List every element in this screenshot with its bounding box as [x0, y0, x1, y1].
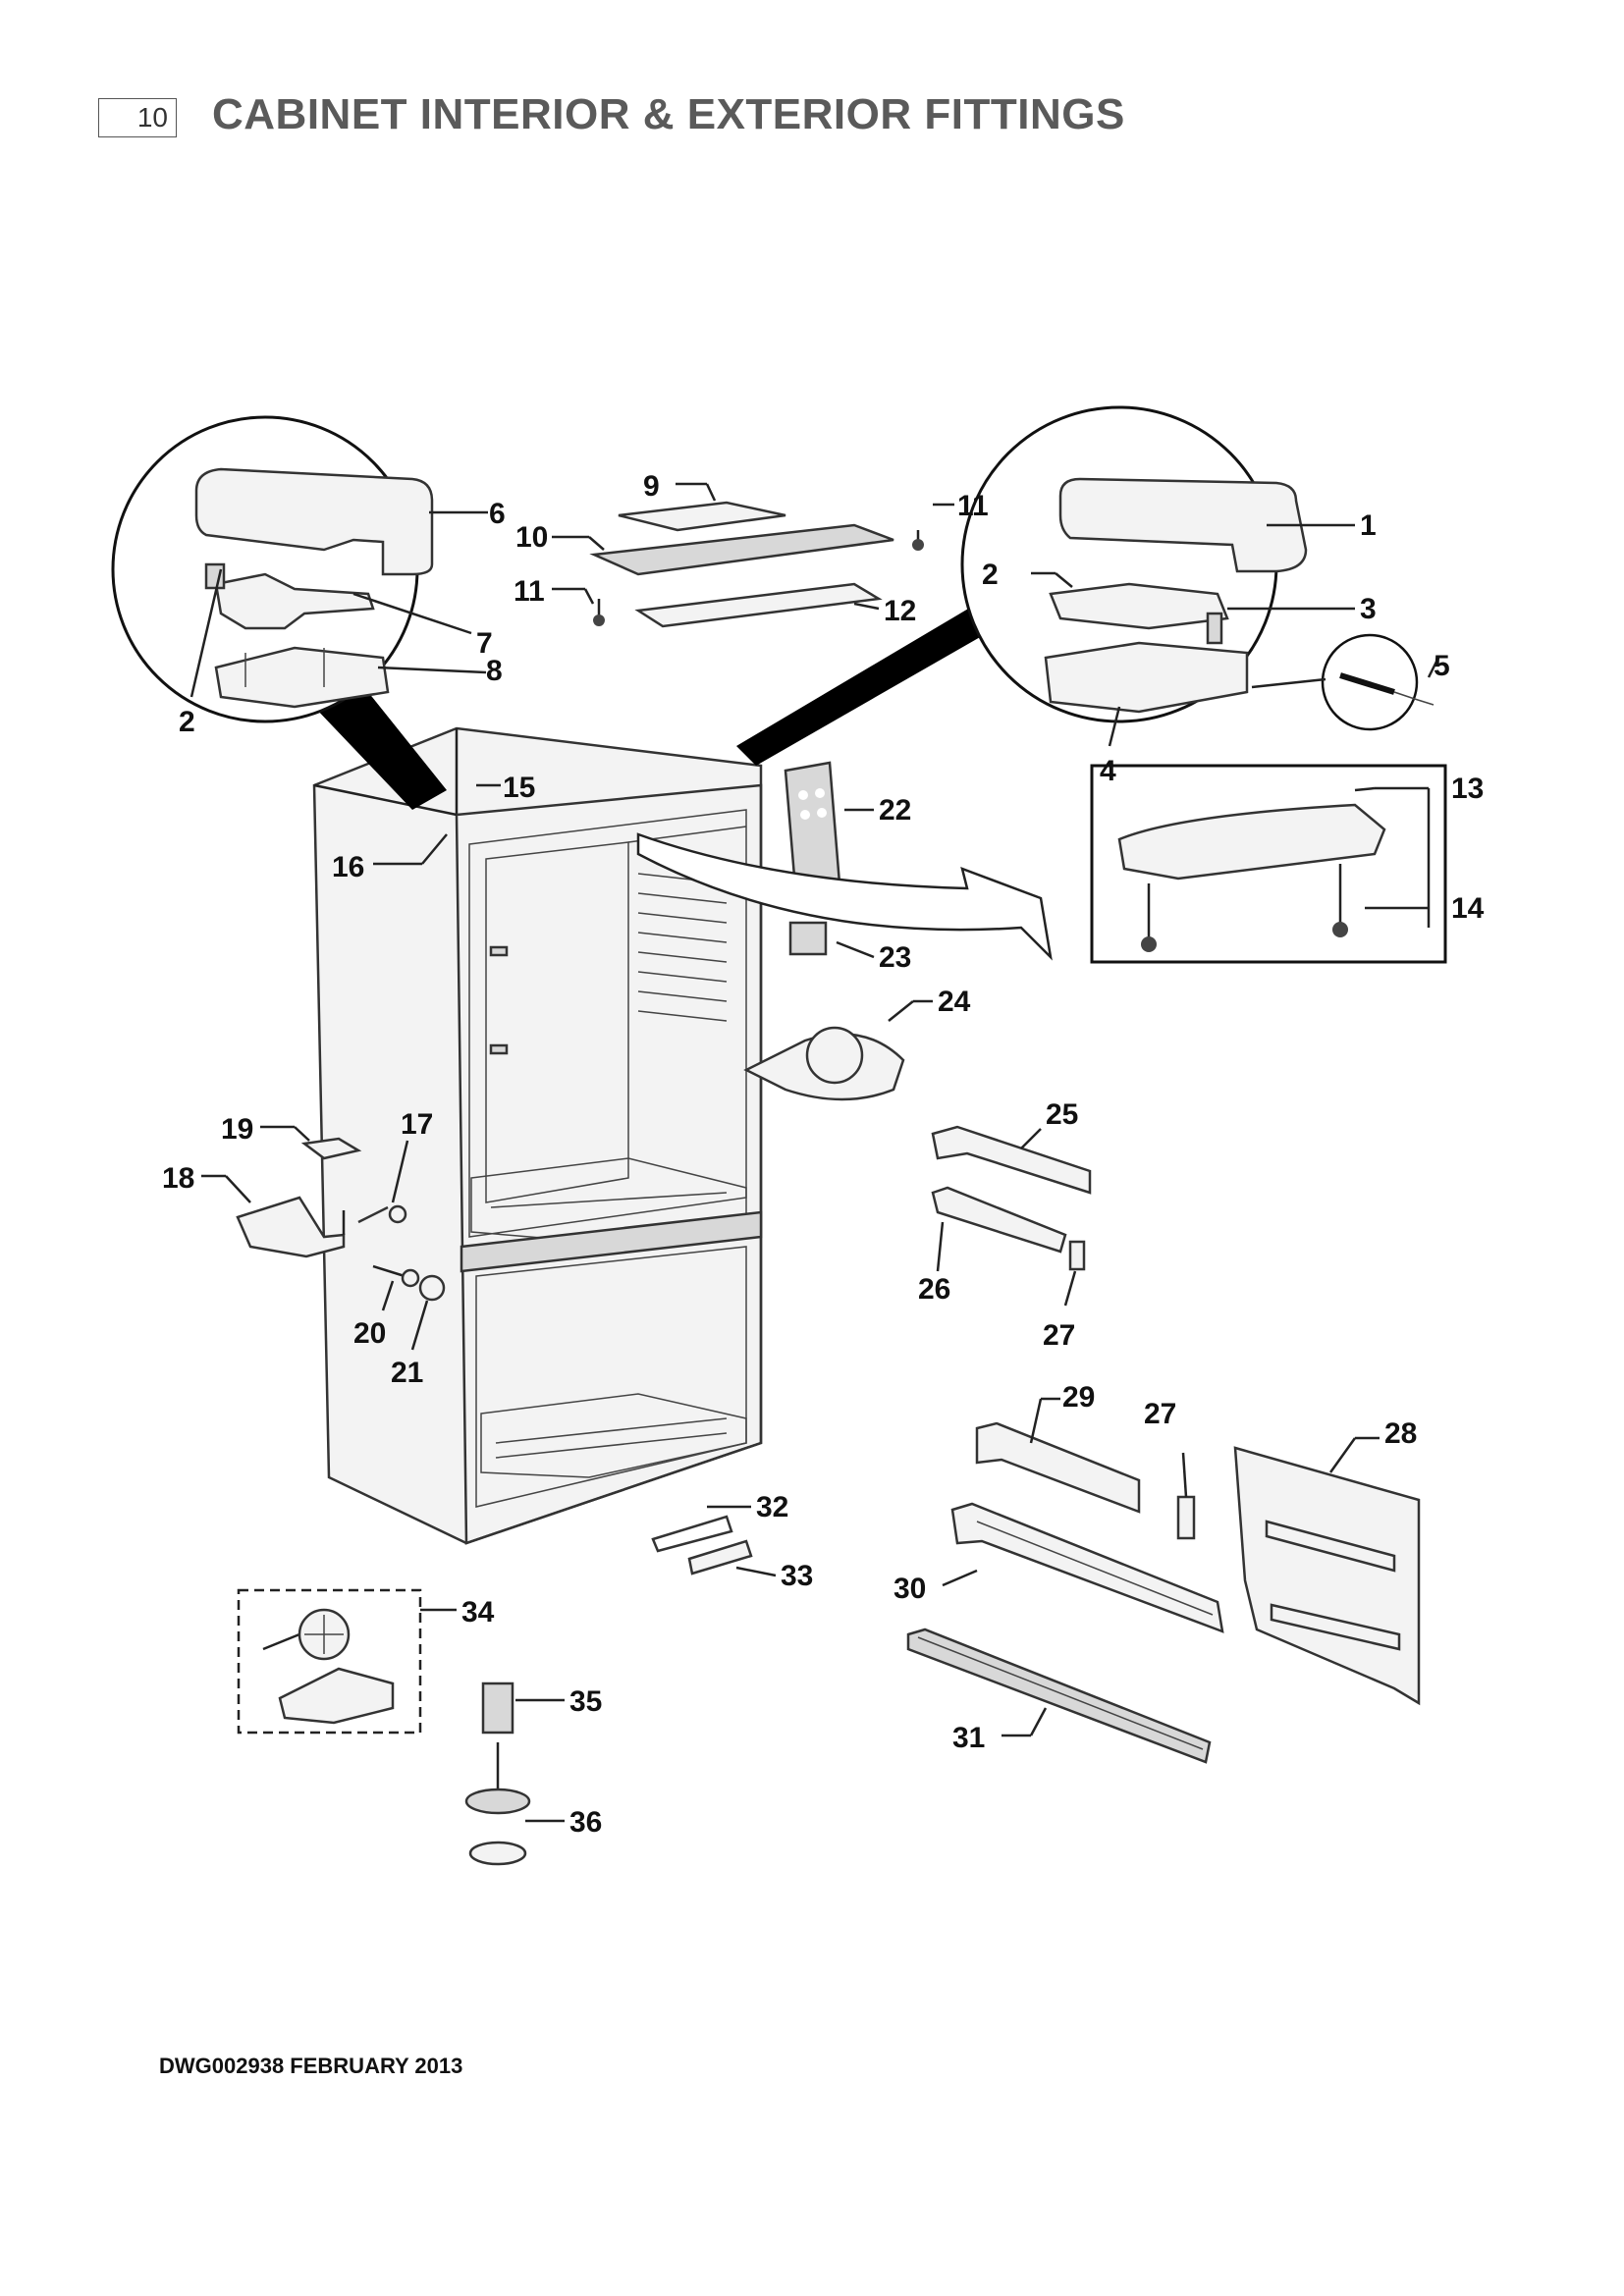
page-number: 10: [136, 102, 168, 133]
callout-12: 12: [884, 595, 916, 627]
page-title: CABINET INTERIOR & EXTERIOR FITTINGS: [212, 90, 1125, 138]
callout-34: 34: [461, 1596, 495, 1629]
callout-4: 4: [1100, 755, 1116, 787]
callout-23: 23: [879, 941, 911, 974]
callout-28: 28: [1384, 1417, 1417, 1450]
control-panel: [636, 761, 1053, 961]
callout-10: 10: [515, 521, 548, 554]
callout-7: 7: [476, 627, 493, 660]
callout-22: 22: [879, 794, 911, 827]
callout-20: 20: [353, 1317, 386, 1350]
callout-24: 24: [938, 986, 971, 1018]
callout-32: 32: [756, 1491, 788, 1523]
callout-19: 19: [221, 1113, 253, 1146]
callout-11: 11: [514, 575, 545, 608]
callout-27: 27: [1144, 1398, 1176, 1430]
page-number-box: 10: [98, 98, 177, 137]
hinge-detail-left: [111, 415, 447, 810]
callout-17: 17: [401, 1108, 433, 1141]
cabinet-body: [312, 726, 763, 1545]
callout-14: 14: [1451, 892, 1485, 925]
leader-lines: [189, 482, 1440, 1823]
callout-16: 16: [332, 851, 364, 883]
hinge-detail-right: [736, 405, 1435, 766]
drawing-reference: DWG002938 FEBRUARY 2013: [159, 2054, 463, 2078]
upper-rails: [931, 1125, 1092, 1271]
callout-13: 13: [1451, 773, 1484, 805]
callout-1: 1: [1360, 509, 1377, 542]
callout-25: 25: [1046, 1098, 1078, 1131]
callout-11: 11: [957, 490, 989, 522]
top-trim-parts: [589, 501, 924, 628]
callout-2: 2: [179, 706, 195, 738]
caster-kit-box: [237, 1588, 422, 1735]
leveling-foot: [464, 1682, 531, 1866]
callout-8: 8: [486, 655, 503, 687]
callout-31: 31: [952, 1722, 985, 1754]
callout-33: 33: [781, 1560, 813, 1592]
bottom-hinge-parts: [236, 1137, 446, 1302]
callout-26: 26: [918, 1273, 950, 1306]
leg-inset-box: [1090, 764, 1447, 964]
callout-29: 29: [1062, 1381, 1095, 1414]
connector-and-fan: [743, 921, 905, 1101]
callout-21: 21: [391, 1357, 423, 1389]
callout-labels: 1 2 2 3 4 5 6 7 8 9 10 11 11 12 13 14 15…: [162, 470, 1485, 1839]
small-clips: [651, 1515, 753, 1575]
callout-18: 18: [162, 1162, 194, 1195]
callout-30: 30: [893, 1573, 926, 1605]
callout-36: 36: [569, 1806, 602, 1839]
callout-3: 3: [1360, 593, 1377, 625]
callout-15: 15: [503, 772, 535, 804]
callout-35: 35: [569, 1685, 602, 1718]
callout-9: 9: [643, 470, 660, 503]
callout-27: 27: [1043, 1319, 1075, 1352]
callout-5: 5: [1434, 650, 1450, 682]
callout-6: 6: [489, 498, 506, 530]
callout-2: 2: [982, 559, 999, 591]
drawer-rails: [906, 1421, 1421, 1764]
